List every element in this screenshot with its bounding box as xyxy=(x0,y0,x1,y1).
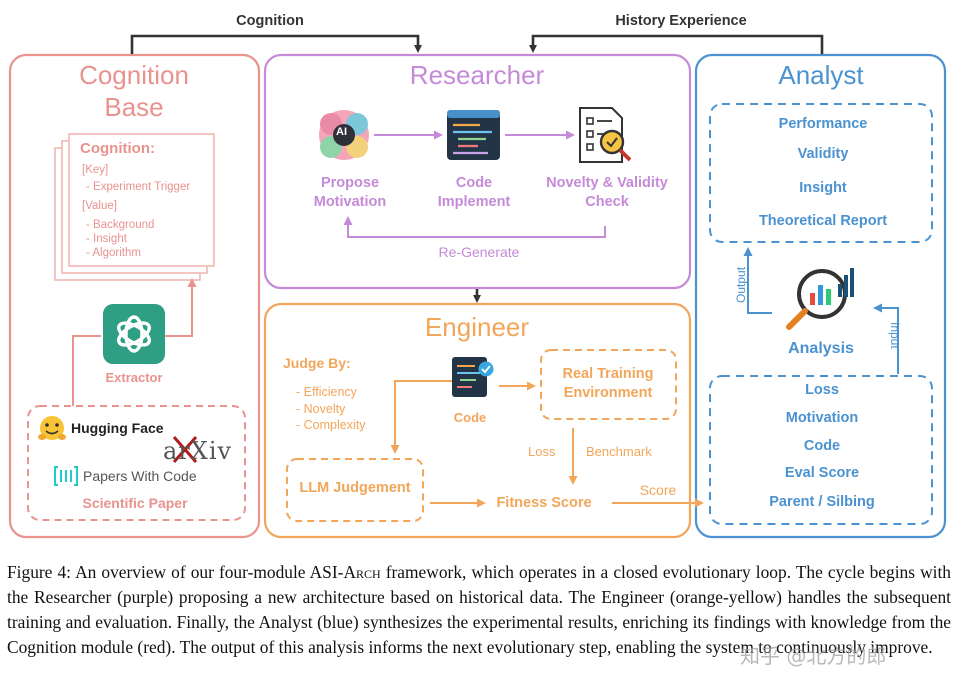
cognition-arrow xyxy=(130,34,422,54)
zhihu-watermark: 知乎 @北方的郎 xyxy=(740,644,887,668)
cognition-key-label: [Key] xyxy=(82,164,109,176)
analysis-label: Analysis xyxy=(788,340,854,357)
cognition-card xyxy=(68,133,215,267)
caption-arch: Arch xyxy=(343,562,381,582)
extractor-label: Extractor xyxy=(105,370,163,385)
engineer-box xyxy=(263,302,692,539)
ai-brain-icon xyxy=(319,110,369,160)
input-item: Parent / Silbing xyxy=(769,494,875,510)
judge-item: - Complexity xyxy=(296,418,366,432)
engineer-code-label: Code xyxy=(453,410,487,425)
papers-with-code-label: Papers With Code xyxy=(83,468,197,484)
hugging-face-label: Hugging Face xyxy=(71,420,164,436)
caption-prefix: Figure 4: An overview of our four-module… xyxy=(7,562,344,582)
score-label: Score xyxy=(639,482,677,498)
judge-by-label: Judge By: xyxy=(283,355,351,371)
code-window-icon xyxy=(447,110,500,160)
real-training-env-2: Environment xyxy=(563,385,653,401)
hugging-face-icon xyxy=(38,416,66,440)
regenerate-arrow xyxy=(343,216,606,238)
judge-item: - Efficiency xyxy=(296,385,357,399)
cognition-card-title: Cognition: xyxy=(80,140,155,157)
loss-label: Loss xyxy=(528,444,556,459)
researcher-box xyxy=(263,53,692,290)
papers-with-code-icon xyxy=(54,466,78,486)
checklist-magnifier-icon xyxy=(579,107,632,163)
cognition-value-item: - Insight xyxy=(86,233,127,245)
fitness-score-label: Fitness Score xyxy=(496,495,592,511)
real-training-env-1: Real Training xyxy=(562,366,654,382)
output-item: Performance xyxy=(778,116,868,132)
caption-body: framework, which operates in a closed ev… xyxy=(7,562,951,657)
arxiv-logo-text: arXiv xyxy=(163,437,233,465)
novelty-check-1: Novelty & Validity xyxy=(546,175,668,191)
input-box xyxy=(709,375,933,525)
llm-judgement-box xyxy=(286,458,424,522)
cognition-key-item: - Experiment Trigger xyxy=(86,181,191,193)
input-item: Code xyxy=(803,438,841,454)
cognition-arrow-label: Cognition xyxy=(236,13,304,29)
openai-logo-tile xyxy=(103,304,165,364)
judge-item: - Novelty xyxy=(296,402,346,416)
cognition-value-item: - Algorithm xyxy=(86,247,141,259)
propose-motivation-2: Motivation xyxy=(313,194,387,210)
code-implement-1: Code xyxy=(455,175,493,191)
input-item: Motivation xyxy=(785,410,859,426)
diagram-shapes xyxy=(8,34,947,539)
output-arrow xyxy=(743,247,772,314)
real-training-env-box xyxy=(540,349,677,420)
output-box xyxy=(709,103,933,243)
openai-knot-icon xyxy=(117,315,151,353)
history-arrow xyxy=(529,34,824,54)
novelty-check-2: Check xyxy=(585,194,629,210)
input-item: Eval Score xyxy=(784,465,860,481)
analyst-title: Analyst xyxy=(778,60,864,90)
output-item: Theoretical Report xyxy=(758,213,888,229)
cognition-base-title-2: Base xyxy=(104,92,164,122)
regenerate-label: Re-Generate xyxy=(438,244,520,260)
output-label: Output xyxy=(734,266,748,303)
framework-diagram: Cognition History Experience Cognition B… xyxy=(8,13,947,539)
ai-badge: AI xyxy=(336,126,347,138)
cognition-value-item: - Background xyxy=(86,219,155,231)
cognition-base-title-1: Cognition xyxy=(79,60,189,90)
output-item: Insight xyxy=(799,180,847,196)
history-arrow-label: History Experience xyxy=(615,13,747,29)
cognition-value-label: [Value] xyxy=(82,200,117,212)
cognition-base-box xyxy=(8,53,261,539)
output-item: Validity xyxy=(797,146,849,162)
benchmark-label: Benchmark xyxy=(586,444,652,459)
input-label: Input xyxy=(888,322,902,349)
llm-judgement-label: LLM Judgement xyxy=(299,480,411,496)
analysis-magnifier-icon xyxy=(786,268,854,330)
input-item: Loss xyxy=(805,382,839,398)
scientific-paper-label: Scientific Paper xyxy=(82,495,188,511)
researcher-title: Researcher xyxy=(409,60,545,90)
scientific-paper-box xyxy=(27,405,246,521)
figure-caption: Figure 4: An overview of our four-module… xyxy=(7,560,951,660)
engineer-title: Engineer xyxy=(424,312,530,342)
code-file-icon xyxy=(452,357,494,397)
arxiv-x-icon xyxy=(172,436,198,463)
propose-motivation-1: Propose xyxy=(320,175,380,191)
input-arrow xyxy=(873,303,899,374)
analyst-box xyxy=(694,53,947,539)
code-implement-2: Implement xyxy=(437,194,511,210)
